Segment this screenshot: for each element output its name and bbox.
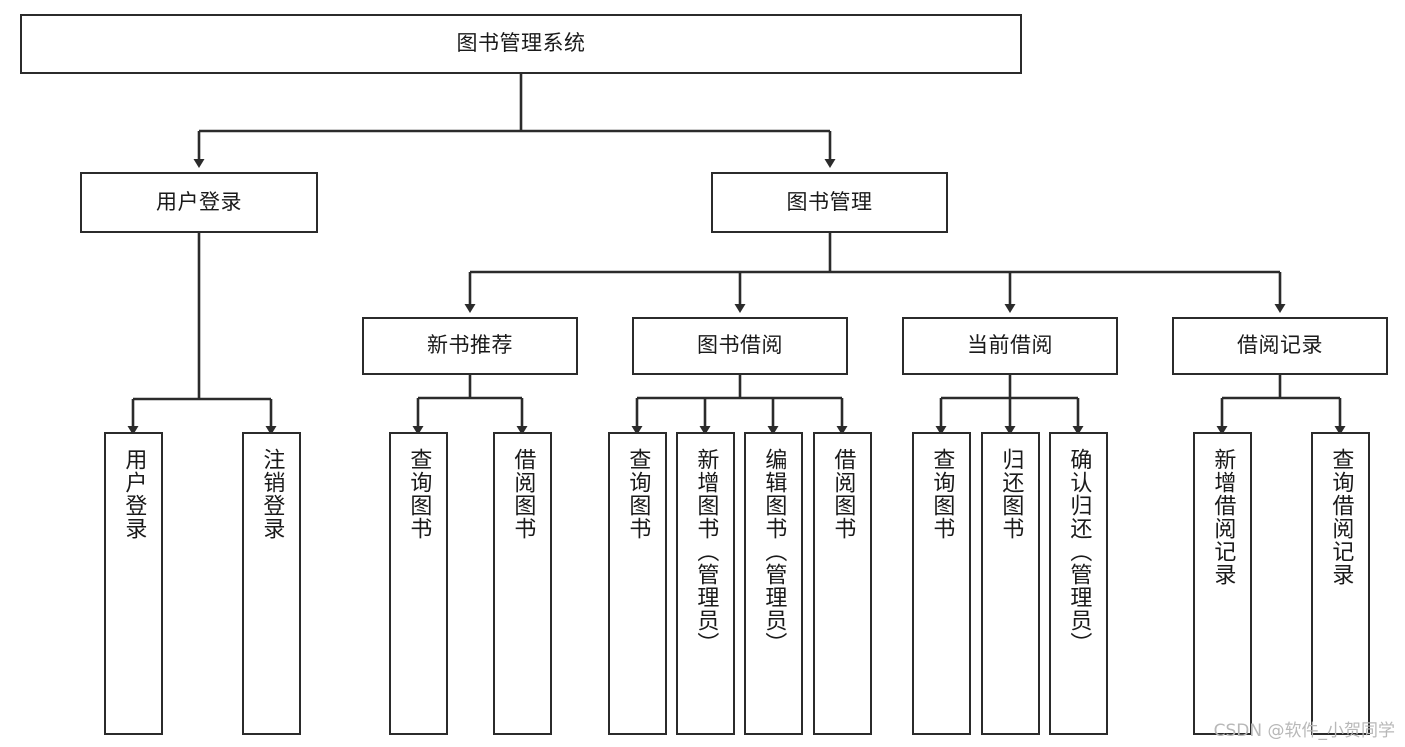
node-leaf-borrow-book-1-label: 借阅图书: [510, 448, 536, 540]
node-leaf-query-record[interactable]: 查询借阅记录: [1311, 432, 1370, 735]
node-root[interactable]: 图书管理系统: [20, 14, 1022, 74]
node-leaf-borrow-book-2-label: 借阅图书: [830, 448, 856, 540]
node-root-label: 图书管理系统: [456, 31, 586, 56]
node-leaf-confirm-return[interactable]: 确认归还（管理员）: [1049, 432, 1108, 735]
node-current-borrow[interactable]: 当前借阅: [902, 317, 1118, 375]
node-leaf-user-login-label: 用户登录: [121, 448, 147, 540]
node-borrow-record-label: 借阅记录: [1237, 333, 1323, 358]
node-leaf-query-record-label: 查询借阅记录: [1328, 448, 1354, 586]
node-leaf-query-book-2-label: 查询图书: [625, 448, 651, 540]
node-leaf-query-book-3[interactable]: 查询图书: [912, 432, 971, 735]
watermark: CSDN @软件_小贺同学: [1213, 721, 1395, 741]
node-leaf-add-record-label: 新增借阅记录: [1210, 448, 1236, 586]
node-user-login[interactable]: 用户登录: [80, 172, 318, 233]
node-book-management[interactable]: 图书管理: [711, 172, 948, 233]
node-leaf-return-book-label: 归还图书: [998, 448, 1024, 540]
node-leaf-query-book-1-label: 查询图书: [406, 448, 432, 540]
node-leaf-logout-label: 注销登录: [259, 448, 285, 540]
node-leaf-add-book-label: 新增图书（管理员）: [693, 448, 719, 655]
node-user-login-label: 用户登录: [156, 189, 242, 214]
node-leaf-edit-book[interactable]: 编辑图书（管理员）: [744, 432, 803, 735]
node-leaf-query-book-3-label: 查询图书: [929, 448, 955, 540]
node-borrow-record[interactable]: 借阅记录: [1172, 317, 1388, 375]
node-leaf-borrow-book-2[interactable]: 借阅图书: [813, 432, 872, 735]
node-leaf-query-book-2[interactable]: 查询图书: [608, 432, 667, 735]
node-new-book-recommend-label: 新书推荐: [427, 333, 513, 358]
node-book-borrow-label: 图书借阅: [697, 333, 783, 358]
node-new-book-recommend[interactable]: 新书推荐: [362, 317, 578, 375]
node-book-borrow[interactable]: 图书借阅: [632, 317, 848, 375]
node-leaf-confirm-return-label: 确认归还（管理员）: [1066, 448, 1092, 655]
node-leaf-query-book-1[interactable]: 查询图书: [389, 432, 448, 735]
node-leaf-borrow-book-1[interactable]: 借阅图书: [493, 432, 552, 735]
node-leaf-logout[interactable]: 注销登录: [242, 432, 301, 735]
node-leaf-add-record[interactable]: 新增借阅记录: [1193, 432, 1252, 735]
node-book-management-label: 图书管理: [786, 189, 873, 214]
node-leaf-edit-book-label: 编辑图书（管理员）: [761, 448, 787, 655]
node-leaf-return-book[interactable]: 归还图书: [981, 432, 1040, 735]
node-current-borrow-label: 当前借阅: [967, 333, 1053, 358]
node-leaf-user-login[interactable]: 用户登录: [104, 432, 163, 735]
node-leaf-add-book[interactable]: 新增图书（管理员）: [676, 432, 735, 735]
